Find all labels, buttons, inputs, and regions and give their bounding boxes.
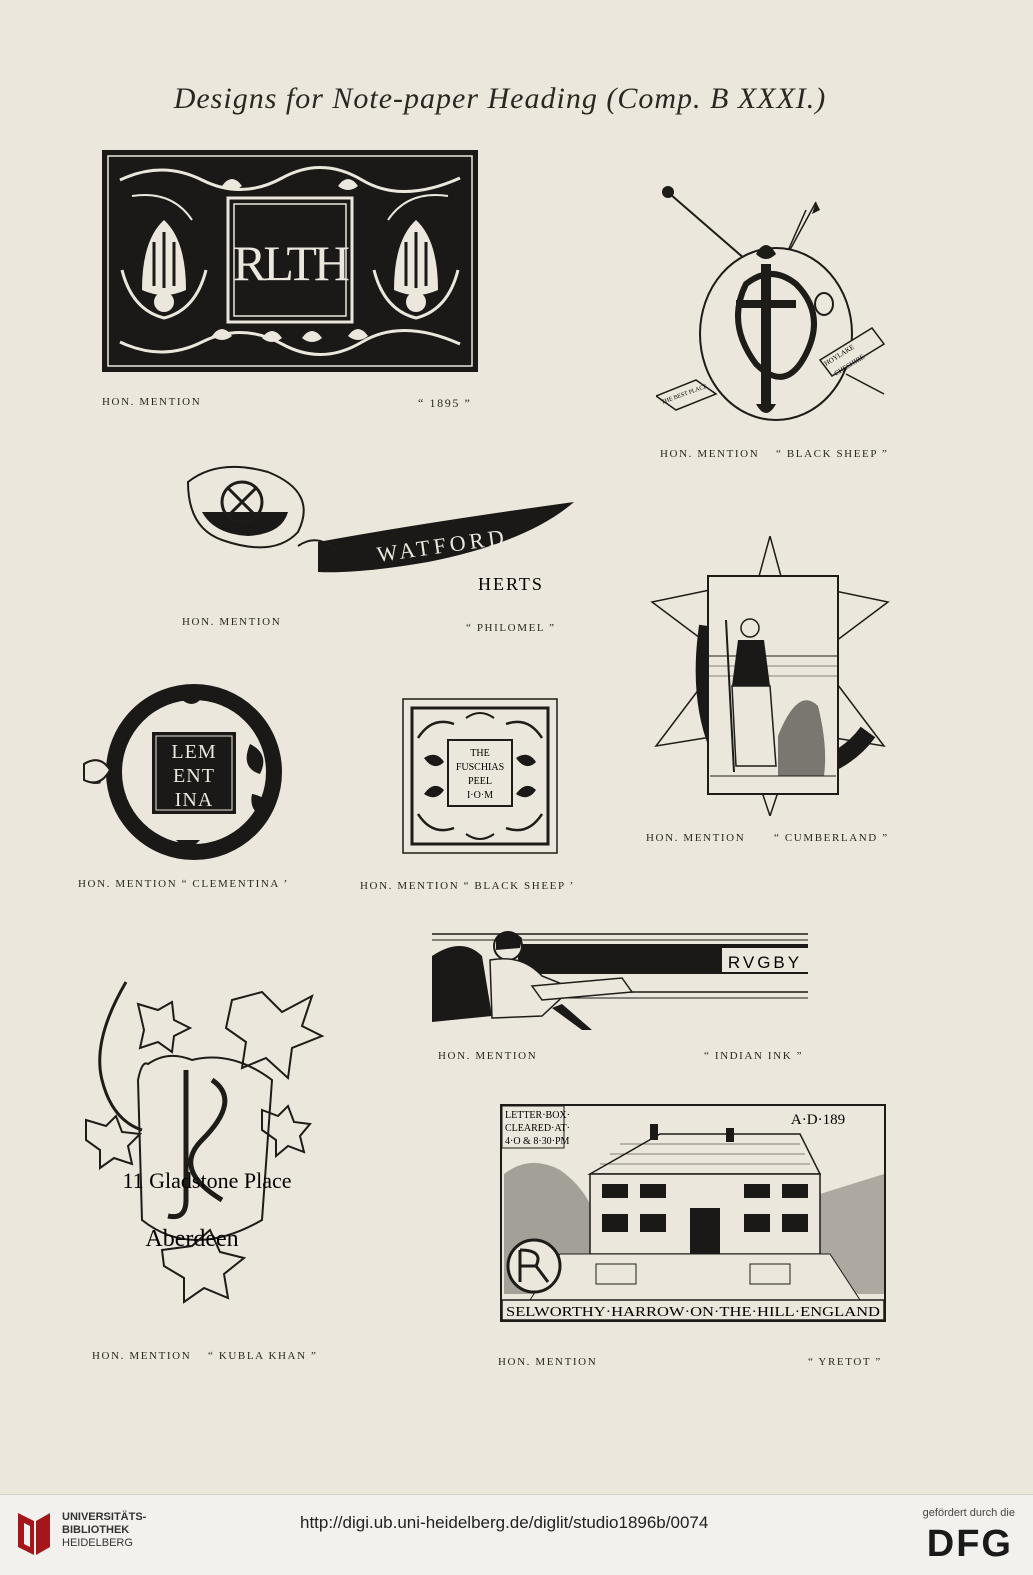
yretot-letterbox-2: CLEARED·AT· — [505, 1123, 570, 1134]
library-name: UNIVERSITÄTS- BIBLIOTHEK HEIDELBERG — [62, 1511, 146, 1550]
yretot-motto: “ YRETOT ” — [808, 1356, 882, 1368]
fuschias-line-2: FUSCHIAS — [456, 762, 504, 773]
rugby-motto: “ INDIAN INK ” — [704, 1050, 804, 1062]
rlth-motto: “ 1895 ” — [418, 396, 472, 410]
page-title: Designs for Note-paper Heading (Comp. B … — [173, 82, 827, 115]
source-url-link[interactable]: http://digi.ub.uni-heidelberg.de/diglit/… — [300, 1513, 709, 1532]
rlth-monogram: RLTH — [233, 235, 349, 291]
kubla-khan-mention: HON. MENTION — [92, 1350, 192, 1362]
library-line-1: UNIVERSITÄTS- — [62, 1511, 147, 1523]
dfg-logo: DFG — [926, 1523, 1013, 1565]
library-line-3: HEIDELBERG — [62, 1537, 133, 1549]
philomel-design: WATFORD. HERTS — [178, 462, 578, 602]
cumberland-motto: “ CUMBERLAND ” — [774, 832, 889, 844]
clementina-design: C LEM ENT INA — [80, 684, 286, 864]
philomel-motto: “ PHILOMEL ” — [466, 622, 556, 634]
yretot-design: LETTER·BOX· CLEARED·AT· 4·O & 8·30·PM A·… — [500, 1104, 886, 1322]
yretot-date: A·D·189 — [791, 1112, 845, 1128]
black-sheep-mention: HON. MENTION — [660, 448, 760, 460]
footer-bar: UNIVERSITÄTS- BIBLIOTHEK HEIDELBERG http… — [0, 1494, 1033, 1575]
rugby-design: RVGBY — [432, 926, 810, 1036]
kubla-khan-motto: “ KUBLA KHAN ” — [208, 1350, 318, 1362]
philomel-mention: HON. MENTION — [182, 616, 282, 628]
cumberland-mention: HON. MENTION — [646, 832, 746, 844]
rlth-design: RLTH — [102, 150, 478, 372]
fuschias-line-4: I·O·M — [467, 790, 493, 801]
rugby-mention: HON. MENTION — [438, 1050, 538, 1062]
kubla-khan-address: 11 Gladstone Place — [122, 1168, 291, 1193]
kubla-khan-design: 11 Gladstone Place Aberdeen — [82, 980, 332, 1336]
library-line-2: BIBLIOTHEK — [62, 1524, 130, 1536]
fuschias-design: THE FUSCHIAS PEEL I·O·M — [402, 698, 558, 854]
clementina-line-2: ENT — [173, 765, 215, 787]
yretot-letterbox-3: 4·O & 8·30·PM — [505, 1136, 570, 1147]
philomel-county: HERTS — [478, 574, 544, 594]
fuschias-caption: HON. MENTION “ BLACK SHEEP ’ — [360, 880, 575, 892]
rugby-word: RVGBY — [728, 953, 802, 972]
yretot-mention: HON. MENTION — [498, 1356, 598, 1368]
clementina-caption: HON. MENTION “ CLEMENTINA ’ — [78, 878, 289, 890]
sponsor-label: gefördert durch die — [922, 1507, 1015, 1519]
university-library-logo — [18, 1513, 50, 1555]
yretot-address: SELWORTHY·HARROW·ON·THE·HILL·ENGLAND — [506, 1305, 880, 1320]
clementina-line-3: INA — [175, 789, 214, 811]
scanned-page: Designs for Note-paper Heading (Comp. B … — [78, 82, 896, 1368]
kubla-khan-city: Aberdeen — [145, 1226, 238, 1252]
cumberland-design — [648, 536, 892, 816]
clementina-line-1: LEM — [171, 741, 216, 763]
fuschias-line-1: THE — [470, 748, 489, 759]
black-sheep-motto: “ BLACK SHEEP ” — [776, 448, 889, 460]
fuschias-line-3: PEEL — [468, 776, 492, 787]
rlth-mention: HON. MENTION — [102, 396, 202, 408]
black-sheep-palette-design: THE BEST PLACE HOYLAKE CHESHIRE — [656, 184, 896, 424]
yretot-letterbox-1: LETTER·BOX· — [505, 1110, 570, 1121]
